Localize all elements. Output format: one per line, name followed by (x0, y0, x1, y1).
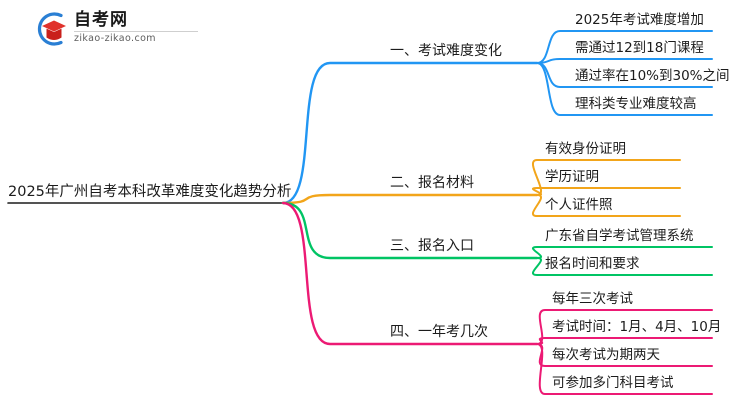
logo-divider (74, 31, 198, 32)
leaf-node-label: 考试时间：1月、4月、10月 (552, 319, 721, 335)
graduation-cap-icon (28, 10, 72, 48)
mindmap-labels: 2025年广州自考本科改革难度变化趋势分析 一、考试难度变化 2025年考试难度增加… (8, 12, 730, 391)
leaf-node-label: 报名时间和要求 (545, 256, 640, 272)
leaf-node-label: 可参加多门科目考试 (552, 374, 674, 391)
branch-node-label: 二、报名材料 (390, 175, 474, 191)
branch-node-label: 一、考试难度变化 (390, 43, 502, 59)
mindmap-connector (281, 193, 539, 205)
branch-node-label: 四、一年考几次 (390, 324, 488, 340)
site-logo: 自考网 zikao-zikao.com (28, 8, 208, 50)
leaf-node-label: 理科类专业难度较高 (575, 95, 697, 112)
mindmap-connector (281, 201, 539, 260)
logo-subtitle: zikao-zikao.com (74, 33, 156, 44)
mindmap-connector (536, 58, 713, 64)
mindmap-connector (532, 187, 681, 196)
mindmap-connector (281, 201, 539, 346)
mindmap-connector (281, 61, 539, 205)
mindmap-connector (532, 194, 681, 217)
logo-text: 自考网 zikao-zikao.com (74, 10, 204, 45)
mindmap-connector (536, 343, 713, 395)
leaf-node-label: 学历证明 (545, 169, 599, 185)
mindmap-connector (536, 309, 713, 345)
leaf-node-label: 每次考试为期两天 (552, 347, 660, 363)
leaf-node-label: 需通过12到18门课程 (575, 40, 704, 56)
mindmap-connector (532, 257, 713, 276)
leaf-node-label: 有效身份证明 (545, 141, 626, 157)
root-node-label: 2025年广州自考本科改革难度变化趋势分析 (8, 183, 291, 200)
branch-node-label: 三、报名入口 (390, 238, 474, 254)
mindmap-connector (536, 337, 713, 345)
leaf-node-label: 通过率在10%到30%之间 (575, 67, 730, 84)
leaf-node-label: 每年三次考试 (552, 291, 633, 307)
leaf-node-label: 2025年考试难度增加 (575, 12, 704, 28)
mindmap-connector (536, 62, 713, 116)
mindmap-connectors (7, 30, 713, 395)
leaf-node-label: 广东省自学考试管理系统 (545, 228, 694, 244)
logo-title: 自考网 (74, 10, 128, 30)
leaf-node-label: 个人证件照 (545, 197, 613, 213)
